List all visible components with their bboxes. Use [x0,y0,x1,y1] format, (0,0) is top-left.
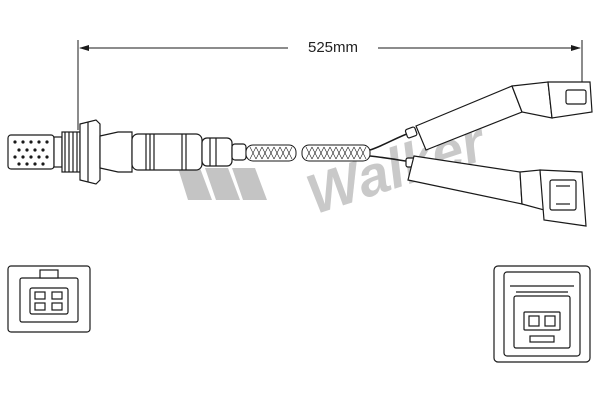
wire-grommet-upper [404,126,418,139]
braided-cable-sleeve [245,144,371,162]
probe-thread [61,131,81,173]
probe-collar [53,136,63,168]
braid-pattern-2 [305,146,367,160]
face-left-key [39,269,59,279]
connector-face-view-left [7,265,91,333]
face-right-latch-lines [510,285,574,293]
probe-body [99,131,133,173]
watermark-mark-3 [232,168,267,200]
wire-connector-lower [405,155,587,227]
connector-boot-lower [407,155,523,205]
face-left-pin-2 [51,291,63,300]
probe-hex-nut [79,119,101,185]
dimension-arrow-right [571,45,581,51]
dimension-arrow-left [79,45,89,51]
dimension-length-label: 525mm [288,38,378,58]
face-left-pin-4 [51,302,63,311]
face-left-pin-3 [34,302,46,311]
probe-vent-holes [13,140,49,166]
connector-latch-lower [549,179,577,211]
face-right-pin-1 [528,315,540,327]
wire-connector-upper [404,81,593,151]
watermark-mark-2 [205,168,240,200]
face-left-pin-1 [34,291,46,300]
connector-face-view-right [493,265,591,363]
braid-pattern-1 [249,146,293,160]
face-right-pin-2 [544,315,556,327]
probe-tip [7,134,55,170]
probe-boot [201,137,233,167]
face-right-bottom-slot [529,335,555,343]
connector-latch-upper [565,89,587,105]
probe-housing [131,133,203,171]
watermark-mark-1 [178,168,212,200]
oxygen-sensor-probe [7,119,247,185]
